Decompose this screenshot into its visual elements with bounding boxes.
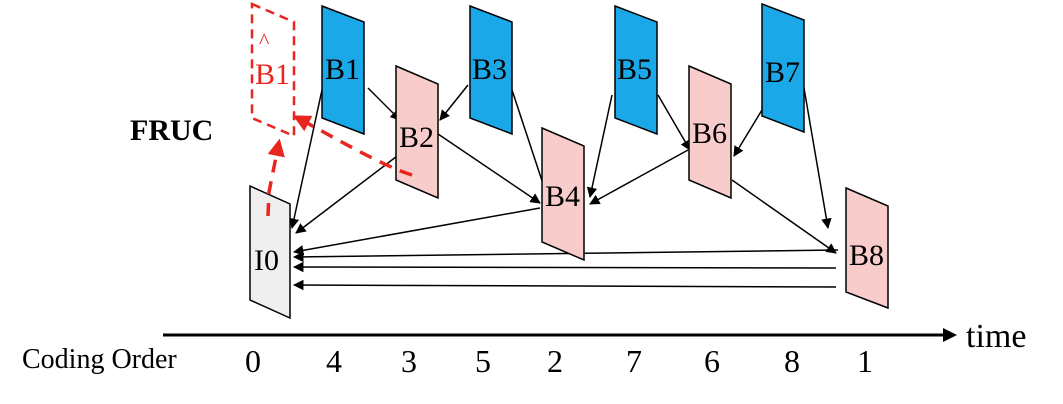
coding-order-b1: 4 — [326, 343, 342, 379]
arrow-b5-to-b6 — [657, 94, 691, 151]
coding-order-b6: 6 — [704, 343, 720, 379]
frame-b5: B5 — [614, 4, 658, 136]
interpolated-frame-accent: ^ — [259, 28, 270, 53]
arrow-b7-to-b6 — [733, 109, 763, 157]
arrow-b6-to-b4 — [589, 149, 689, 205]
arrow-b5-to-b4 — [586, 94, 613, 199]
fruc-arrow-from-b2 — [292, 115, 413, 177]
arrow-b8-to-i0-c — [292, 279, 837, 291]
frame-label-b7: B7 — [765, 56, 800, 89]
coding-order-i0: 0 — [245, 343, 261, 379]
coding-order-b2: 3 — [401, 343, 417, 379]
fruc-arrow-from-i0 — [266, 138, 285, 217]
arrow-b8-to-i0-a — [292, 249, 839, 263]
arrow-b1-to-b2 — [367, 87, 401, 121]
frame-i0: I0 — [249, 184, 291, 320]
frame-b1: B1 — [321, 4, 365, 136]
arrow-b4-to-i0 — [292, 207, 541, 256]
frame-label-b5: B5 — [617, 53, 652, 86]
frame-b8: B8 — [845, 186, 889, 310]
arrow-b3-to-b2 — [439, 84, 469, 121]
frame-label-b3: B3 — [472, 53, 507, 86]
frame-label-b8: B8 — [849, 239, 884, 272]
frame-label-b1: B1 — [325, 53, 360, 86]
time-axis-label: time — [966, 318, 1026, 355]
frame-label-b2: B2 — [399, 121, 434, 154]
time-axis — [163, 328, 957, 342]
frame-label-b4: B4 — [545, 180, 580, 213]
coding-order-b8: 1 — [857, 343, 873, 379]
fruc-label: FRUC — [130, 114, 213, 147]
frame-b7: B7 — [761, 2, 805, 134]
arrow-b1-to-i0 — [288, 89, 323, 230]
arrow-b2-to-i0 — [295, 149, 406, 234]
arrow-b7-to-b8 — [803, 87, 832, 230]
frame-label-b6: B6 — [692, 117, 727, 150]
frame-b2: B2 — [395, 64, 439, 200]
frame-label-i0: I0 — [254, 244, 279, 277]
arrow-b8-to-i0-b — [292, 261, 837, 273]
fruc-arrows — [266, 115, 413, 217]
coding-order-row: 0 4 3 5 2 7 6 8 1 — [245, 343, 873, 379]
arrow-b6-to-b8 — [731, 179, 837, 254]
frame-b6: B6 — [688, 64, 732, 200]
coding-order-b3: 5 — [475, 343, 491, 379]
coding-order-b5: 7 — [626, 343, 642, 379]
coding-order-b4: 2 — [547, 343, 563, 379]
frame-b3: B3 — [469, 4, 513, 136]
fruc-interpolated-frame: ^ B1 — [250, 2, 296, 138]
reference-arrows — [288, 84, 839, 291]
coding-order-label: Coding Order — [22, 344, 177, 375]
arrow-b2-to-b4 — [437, 133, 541, 204]
interpolated-frame-label: B1 — [255, 58, 290, 91]
frame-b4: B4 — [541, 126, 585, 262]
coding-order-b7: 8 — [784, 343, 800, 379]
